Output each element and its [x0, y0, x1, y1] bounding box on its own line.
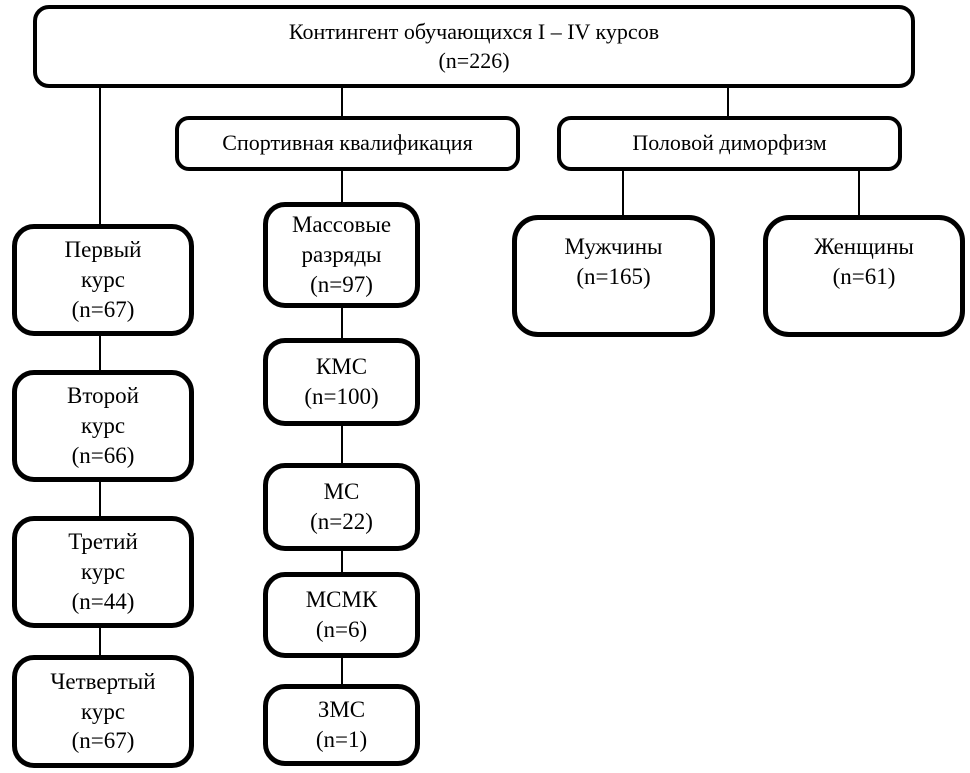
node-women: Женщины (n=61): [763, 215, 965, 337]
connector-root-course1: [99, 86, 101, 226]
connector-kms-ms: [341, 424, 343, 465]
connector-sex-men: [622, 169, 624, 217]
connector-msmk-zms: [341, 656, 343, 686]
node-mass-ranks: Массовые разряды (n=97): [263, 202, 420, 308]
connector-course2-course3: [99, 480, 101, 518]
node-kms: КМС (n=100): [263, 338, 420, 426]
connector-root-sex: [727, 86, 729, 118]
node-course-4: Четвертый курс (n=67): [12, 655, 194, 768]
node-course-2: Второй курс (n=66): [12, 370, 194, 482]
node-course-1: Первый курс (n=67): [12, 224, 194, 336]
connector-sport-massranks: [341, 169, 343, 205]
connector-root-sport: [341, 86, 343, 118]
node-sport-qualification: Спортивная квалификация: [175, 116, 520, 171]
connector-sex-women: [858, 169, 860, 217]
node-zms: ЗМС (n=1): [263, 684, 420, 766]
node-ms: МС (n=22): [263, 463, 420, 551]
node-men: Мужчины (n=165): [512, 215, 715, 337]
node-course-3: Третий курс (n=44): [12, 516, 194, 628]
connector-course1-course2: [99, 334, 101, 372]
connector-course3-course4: [99, 626, 101, 657]
node-msmk: МСМК (n=6): [263, 572, 420, 658]
connector-ms-msmk: [341, 549, 343, 574]
connector-massranks-kms: [341, 306, 343, 340]
node-sex-dimorphism: Половой диморфизм: [557, 116, 902, 171]
node-root-contingent: Контингент обучающихся I – IV курсов (n=…: [33, 5, 915, 88]
